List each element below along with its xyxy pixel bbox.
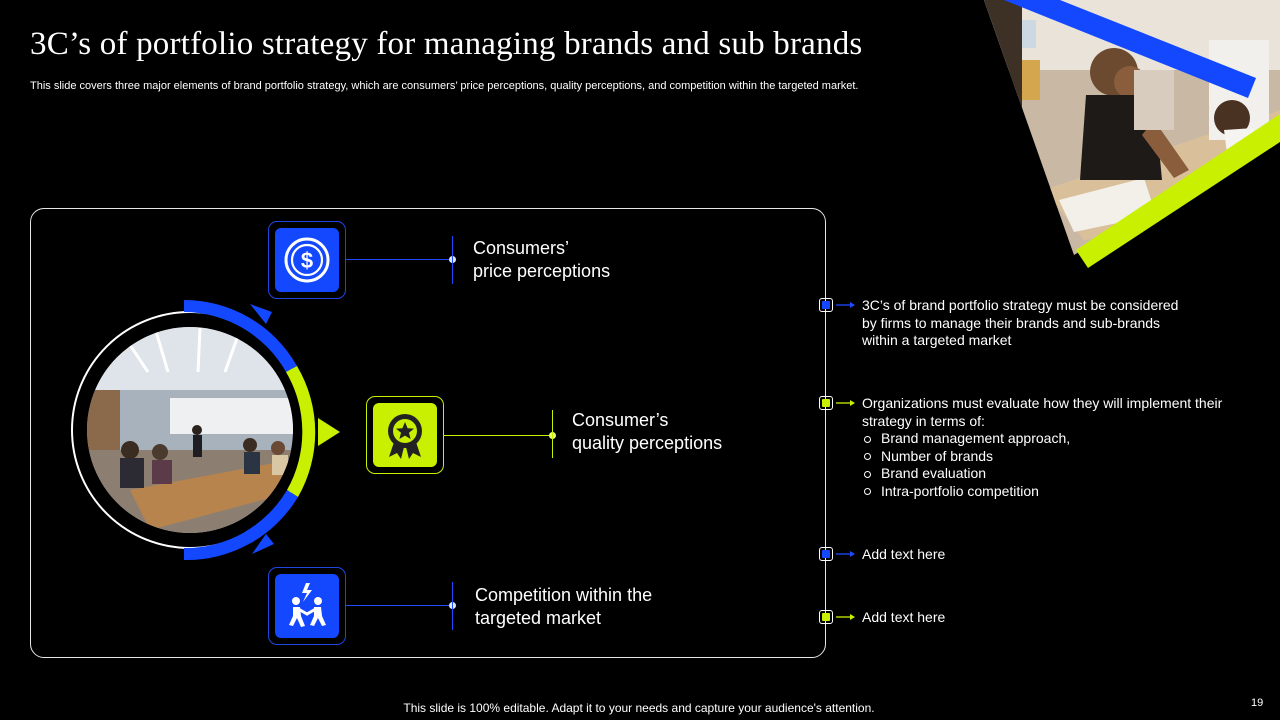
- slide-footer: This slide is 100% editable. Adapt it to…: [403, 701, 875, 715]
- note-2-line-1: Organizations must evaluate how they wil…: [862, 395, 1223, 411]
- note-arrow-1: [836, 302, 855, 308]
- slide-subtitle: This slide covers three major elements o…: [30, 80, 859, 92]
- note-2: Organizations must evaluate how they wil…: [862, 395, 1222, 500]
- note-1-line-1: 3C’s of brand portfolio strategy must be…: [862, 297, 1179, 313]
- dollar-coin-icon: $: [284, 237, 330, 283]
- note-3: Add text here: [862, 546, 945, 564]
- quality-connector-line: [444, 435, 552, 437]
- strategy-panel: [30, 208, 826, 658]
- note-2-bullet: Number of brands: [862, 448, 1222, 466]
- note-2-line-2: strategy in terms of:: [862, 412, 985, 429]
- note-marker-4: [819, 610, 833, 624]
- slide-title: 3C’s of portfolio strategy for managing …: [30, 26, 863, 62]
- price-perception-icon-box: $: [268, 221, 346, 299]
- price-label-line-1: Consumers’: [473, 238, 570, 258]
- note-1: 3C’s of brand portfolio strategy must be…: [862, 297, 1178, 350]
- competition-divider: [452, 582, 454, 630]
- quality-perception-icon-box: [366, 396, 444, 474]
- note-2-bullets: Brand management approach, Number of bra…: [862, 430, 1222, 500]
- quality-perception-label: Consumer’s quality perceptions: [572, 409, 722, 455]
- competition-label: Competition within the targeted market: [475, 584, 652, 630]
- note-arrow-3: [836, 551, 855, 557]
- note-4: Add text here: [862, 609, 945, 627]
- note-1-line-2: by firms to manage their brands and sub-…: [862, 314, 1161, 331]
- quality-divider: [552, 410, 554, 458]
- award-badge-icon: [388, 414, 422, 459]
- note-1-line-3: within a targeted market: [862, 332, 1012, 348]
- note-marker-2: [819, 396, 833, 410]
- hero-photo: [984, 0, 1280, 268]
- page-number: 19: [1251, 697, 1264, 709]
- competition-label-line-2: targeted market: [475, 608, 602, 628]
- note-marker-1: [819, 298, 833, 312]
- note-3-line-1: Add text here: [862, 546, 946, 562]
- competition-connector-line: [346, 605, 452, 607]
- note-2-bullet: Intra-portfolio competition: [862, 483, 1222, 501]
- quality-label-line-1: Consumer’s: [572, 410, 669, 430]
- competition-icon-box: [268, 567, 346, 645]
- price-connector-line: [346, 259, 452, 261]
- svg-text:$: $: [301, 248, 313, 273]
- meeting-photo-ring: [71, 300, 340, 561]
- price-label-line-2: price perceptions: [473, 261, 611, 281]
- price-perception-label: Consumers’ price perceptions: [473, 237, 610, 283]
- note-2-bullet: Brand management approach,: [862, 430, 1222, 448]
- note-arrow-4: [836, 614, 855, 620]
- note-4-line-1: Add text here: [862, 609, 946, 625]
- competitors-icon: [289, 583, 326, 627]
- price-divider: [452, 236, 454, 284]
- note-arrow-2: [836, 400, 855, 406]
- quality-label-line-2: quality perceptions: [572, 433, 723, 453]
- meeting-photo: [87, 327, 293, 533]
- competition-label-line-1: Competition within the: [475, 585, 653, 605]
- note-marker-3: [819, 547, 833, 561]
- note-2-bullet: Brand evaluation: [862, 465, 1222, 483]
